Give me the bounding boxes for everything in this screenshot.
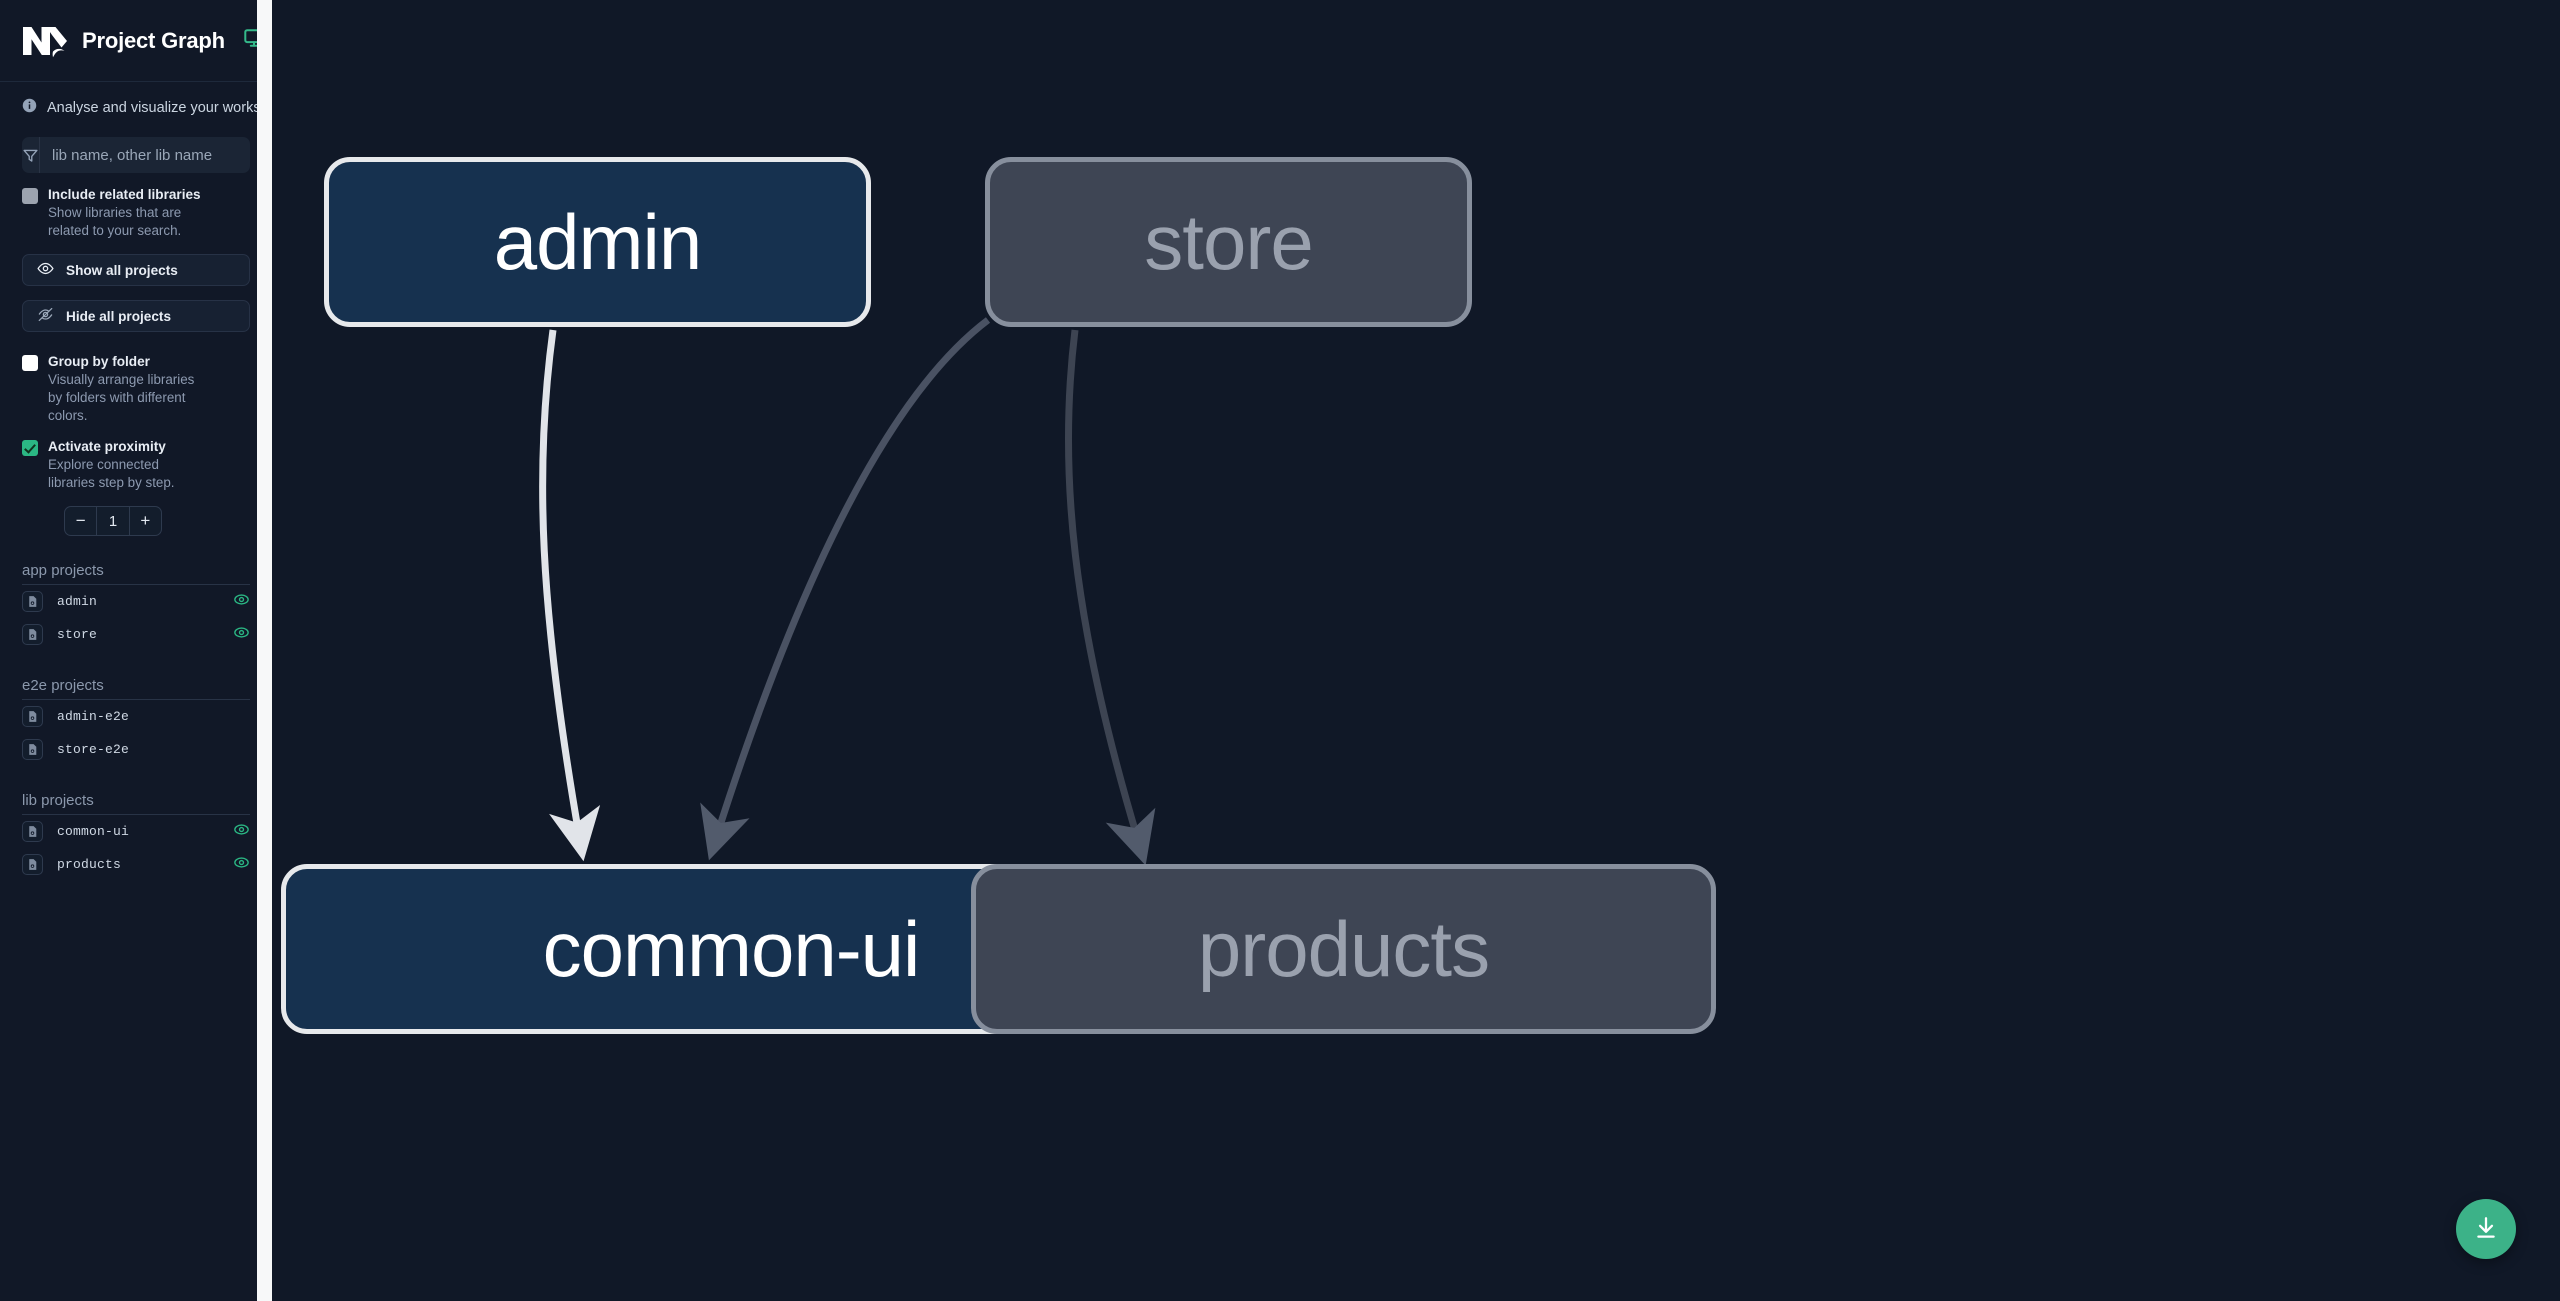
project-name: admin-e2e	[57, 709, 130, 724]
sidebar-header: Project Graph	[0, 0, 272, 82]
option-label: Group by folder	[48, 354, 150, 369]
proximity-value: 1	[108, 512, 118, 530]
project-name: products	[57, 857, 122, 872]
project-name: common-ui	[57, 824, 130, 839]
graph-canvas[interactable]: admin store common-ui products	[272, 0, 2560, 1301]
option-include-related-libraries[interactable]: Include related libraries Show libraries…	[0, 173, 272, 240]
proximity-stepper[interactable]: − 1 +	[64, 506, 162, 536]
search-input[interactable]	[40, 137, 250, 173]
project-name: store-e2e	[57, 742, 130, 757]
sidebar-scrollbar[interactable]	[257, 0, 272, 1301]
graph-node-store[interactable]: store	[985, 157, 1472, 327]
checkbox-include-related-libraries[interactable]	[22, 188, 38, 204]
graph-node-label: store	[1144, 198, 1313, 286]
edge-store-to-products	[1064, 329, 1156, 866]
eye-icon	[37, 260, 54, 280]
page-title: Project Graph	[82, 27, 225, 53]
project-row-store[interactable]: store	[22, 618, 250, 651]
stepper-divider	[128, 507, 130, 535]
project-row-admin[interactable]: admin	[22, 585, 250, 618]
project-file-icon	[22, 739, 43, 760]
eye-off-icon	[37, 306, 54, 326]
graph-edges	[539, 317, 1156, 866]
eye-icon[interactable]	[233, 821, 250, 843]
nx-logo-icon	[22, 21, 68, 61]
project-file-icon	[22, 854, 43, 875]
graph-node-label: admin	[493, 198, 702, 286]
proximity-increment-button[interactable]: +	[140, 511, 151, 530]
group-title-app-projects: app projects	[22, 536, 250, 585]
download-icon	[2473, 1215, 2499, 1244]
option-label: Activate proximity	[48, 439, 166, 454]
sidebar: Project Graph Analyse and visualize your…	[0, 0, 272, 1301]
checkbox-activate-proximity[interactable]	[22, 440, 38, 456]
graph-node-products[interactable]: products	[971, 864, 1716, 1034]
eye-icon[interactable]	[233, 591, 250, 613]
project-row-common-ui[interactable]: common-ui	[22, 815, 250, 848]
project-file-icon	[22, 821, 43, 842]
project-name: store	[57, 627, 98, 642]
option-description: Explore connected libraries step by step…	[48, 457, 175, 490]
option-group-by-folder[interactable]: Group by folder Visually arrange librari…	[0, 332, 272, 425]
option-label: Include related libraries	[48, 187, 201, 202]
project-row-store-e2e[interactable]: store-e2e	[22, 733, 250, 766]
graph-node-admin[interactable]: admin	[324, 157, 871, 327]
search-field[interactable]	[22, 137, 250, 173]
project-file-icon	[22, 624, 43, 645]
eye-icon[interactable]	[233, 624, 250, 646]
group-title-e2e-projects: e2e projects	[22, 651, 250, 700]
info-icon	[22, 98, 37, 117]
project-row-admin-e2e[interactable]: admin-e2e	[22, 700, 250, 733]
download-graph-button[interactable]	[2456, 1199, 2516, 1259]
project-file-icon	[22, 591, 43, 612]
show-all-projects-label: Show all projects	[66, 262, 178, 278]
stepper-divider	[96, 507, 98, 535]
group-title-lib-projects: lib projects	[22, 766, 250, 815]
option-description: Show libraries that are related to your …	[48, 205, 182, 238]
project-name: admin	[57, 594, 98, 609]
graph-node-label: products	[1197, 905, 1490, 993]
project-row-products[interactable]: products	[22, 848, 250, 881]
tagline: Analyse and visualize your workspace.	[0, 82, 272, 117]
option-description: Visually arrange libraries by folders wi…	[48, 372, 195, 423]
hide-all-projects-label: Hide all projects	[66, 308, 172, 324]
show-all-projects-button[interactable]: Show all projects	[22, 254, 250, 286]
tagline-text: Analyse and visualize your workspace.	[47, 99, 272, 116]
edge-store-to-common-ui	[700, 317, 991, 861]
checkbox-group-by-folder[interactable]	[22, 355, 38, 371]
project-file-icon	[22, 706, 43, 727]
hide-all-projects-button[interactable]: Hide all projects	[22, 300, 250, 332]
filter-icon	[22, 137, 40, 173]
graph-node-label: common-ui	[542, 905, 921, 993]
edge-admin-to-common-ui	[539, 329, 601, 862]
option-activate-proximity[interactable]: Activate proximity Explore connected lib…	[0, 425, 272, 492]
proximity-decrement-button[interactable]: −	[75, 511, 86, 530]
eye-icon[interactable]	[233, 854, 250, 876]
